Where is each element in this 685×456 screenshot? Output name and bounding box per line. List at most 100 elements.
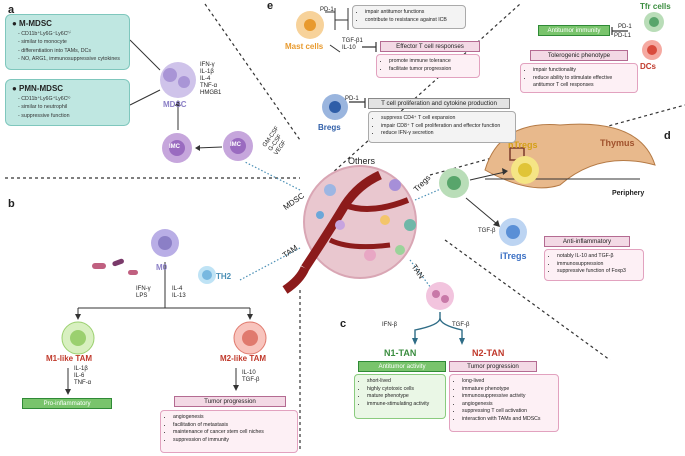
anti-inflammatory-item: immunosuppression [557, 261, 639, 269]
effector-header: Effector T cell responses [380, 41, 480, 52]
antitumor-immunity-header: Antitumor immunity [538, 25, 610, 36]
anti-inflammatory-item: notably IL-10 and TGF-β [557, 253, 639, 261]
tolerogenic-item: impair functionality [533, 67, 633, 75]
mdsc-label: MDSC [163, 100, 187, 109]
m2-item: angiogenesis [173, 414, 293, 422]
mdsc-cell-icon [160, 62, 196, 98]
thymus-label: Thymus [600, 138, 635, 148]
tfr-pd1-label: PD-1 [618, 24, 632, 30]
th2-label: TH2 [216, 272, 232, 281]
output: TGF-β [242, 377, 260, 383]
m1-signals: IFN-γ LPS [136, 286, 151, 300]
output: IL-10 [242, 370, 256, 376]
n1-item: mature phenotype [367, 393, 441, 401]
ntregs-label: nTregs [508, 140, 538, 150]
imc-cell-icon [162, 133, 192, 163]
mast-item: contribute to resistance against ICB [365, 17, 461, 25]
imc-label-2: IMC [230, 142, 241, 148]
pmn-mdsc-box: ● PMN-MDSC - CD11b⁺Ly6G⁺Ly6Cˡᵒ - similar… [5, 79, 130, 126]
bregs-items-box: suppress CD4⁺ T cell expansion impair CD… [368, 111, 516, 143]
cytokine: IL-1β [200, 69, 214, 75]
bregs-item: impair CD8⁺ T cell proliferation and eff… [381, 123, 511, 131]
n2-item: long-lived [462, 378, 554, 386]
pmn-mdsc-title: ● PMN-MDSC [12, 84, 64, 93]
m2-tam-label: M2-like TAM [220, 354, 267, 363]
n1-item: highly cytotoxic cells [367, 386, 441, 394]
effector-item: promote immune tolerance [389, 58, 475, 66]
signal: IL-4 [172, 286, 183, 292]
n1-tan-label: N1-TAN [384, 348, 417, 358]
bregs-label: Bregs [318, 123, 341, 132]
m1-tam-label: M1-like TAM [46, 354, 93, 363]
m2-item: suppression of immunity [173, 437, 293, 445]
n2-item: interaction with TAMs and MDSCs [462, 416, 554, 424]
tolerogenic-header: Tolerogenic phenotype [530, 50, 628, 61]
tgf-beta-label-c: TGF-β [452, 322, 470, 328]
dcs-pdl1-label: PD-L1 [614, 33, 632, 39]
anti-inflammatory-item: suppressive function of Foxp3 [557, 268, 639, 276]
mast-cytokine: TGF-β1 [342, 38, 363, 44]
n2-items-box: long-lived immature phenotype immunosupp… [449, 374, 559, 432]
cytokine: HMGB1 [200, 90, 222, 96]
mast-pd1-label: PD-1 [320, 7, 334, 13]
ifn-beta-label: IFN-β [382, 322, 398, 328]
m1-cell-icon [61, 321, 95, 355]
signal: IL-13 [172, 293, 186, 299]
bregs-item: reduce IFN-γ secretion [381, 130, 511, 138]
pmn-mdsc-item: - similar to neutrophil [18, 104, 68, 111]
n2-item: angiogenesis [462, 401, 554, 409]
panel-letter-c: c [340, 318, 347, 330]
tregs-cell-icon [439, 168, 469, 198]
pmn-mdsc-item: - suppressive function [18, 112, 70, 119]
m1-outputs: IL-1β IL-6 TNF-α [74, 366, 91, 387]
cytokine: IFN-γ [200, 62, 215, 68]
anti-inflammatory-header: Anti-inflammatory [544, 236, 630, 247]
m2-item: facilitation of metastasis [173, 422, 293, 430]
tumor-cluster-icon [282, 165, 417, 294]
m-mdsc-item: - NO, ARG1, immunosuppressive cytokines [18, 56, 120, 63]
periphery-label: Periphery [612, 190, 645, 197]
bacteria-icon [92, 258, 138, 275]
m-mdsc-item: - CD11b⁺Ly6G⁻Ly6Cʰⁱ [18, 31, 71, 37]
antitumor-activity-header: Antitumor activity [358, 361, 446, 372]
dcs-label: DCs [640, 62, 657, 71]
output: IL-1β [74, 366, 88, 372]
n2-item: suppressing T cell activation [462, 408, 554, 416]
panel-letter-b: b [8, 198, 15, 210]
signal: IFN-γ [136, 286, 151, 292]
imc-cell-icon-2 [223, 131, 253, 161]
tfr-cell-icon [644, 12, 664, 32]
tgf-beta-label-d: TGF-β [478, 228, 496, 234]
mast-cytokine: IL-10 [342, 45, 356, 51]
itregs-label: iTregs [500, 251, 527, 261]
m2-items-box: angiogenesis facilitation of metastasis … [160, 410, 298, 453]
bregs-cell-icon [322, 94, 348, 120]
center-others-label: Others [348, 156, 376, 166]
n2-tumor-progression-header: Tumor progression [449, 361, 537, 372]
m2-signals: IL-4 IL-13 [172, 286, 186, 300]
effector-item: facilitate tumor progression [389, 66, 475, 74]
panel-letter-e: e [267, 0, 274, 12]
output: TNF-α [74, 380, 92, 386]
n1-items-box: short-lived highly cytotoxic cells matur… [354, 374, 446, 419]
tfr-label: Tfr cells [640, 2, 671, 11]
m-mdsc-title: ● M-MDSC [12, 19, 52, 28]
imc-label-1: IMC [169, 144, 180, 150]
tolerogenic-item: reduce ability to stimulate effective an… [533, 75, 633, 90]
panel-letter-d: d [664, 130, 671, 142]
dcs-cell-icon [642, 40, 662, 60]
cytokine-list: IFN-γ IL-1β IL-4 TNF-α HMGB1 [200, 62, 221, 97]
n2-item: immunosuppressive activity [462, 393, 554, 401]
panel-letter-a: a [8, 4, 15, 16]
n2-item: immature phenotype [462, 386, 554, 394]
m0-label: M0 [156, 263, 168, 272]
m2-tumor-progression-header: Tumor progression [174, 396, 286, 407]
itregs-cell-icon [499, 218, 527, 246]
output: IL-6 [74, 373, 85, 379]
m-mdsc-item: - similar to monocyte [18, 39, 67, 46]
m0-cell-icon [151, 229, 179, 257]
m2-item: maintenance of cancer stem cell niches [173, 429, 293, 437]
ntregs-cell-icon [511, 156, 539, 184]
mast-item: impair antitumor functions [365, 9, 461, 17]
